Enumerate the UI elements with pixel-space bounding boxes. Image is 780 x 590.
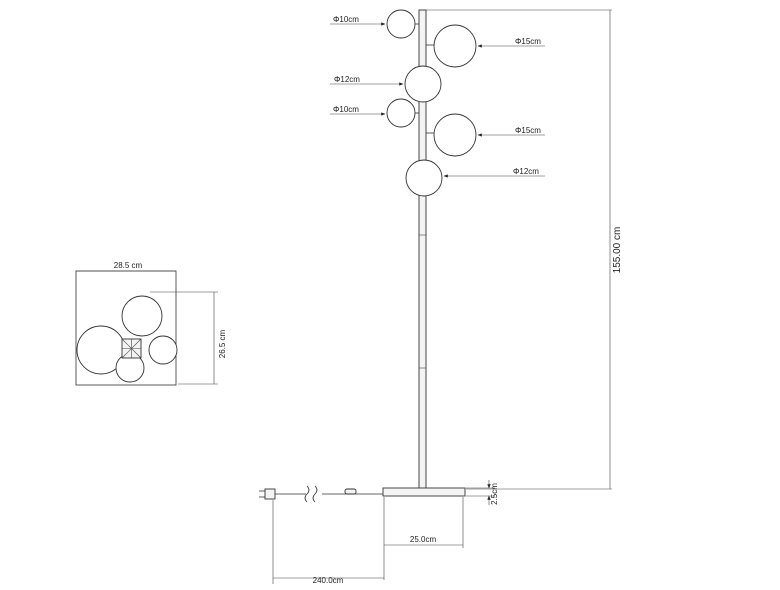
total-height-label: 155.00 cm (612, 227, 623, 274)
globe-6-label: Φ12cm (513, 167, 539, 176)
globe-1 (386, 9, 416, 39)
base-width-label: 25.0cm (410, 535, 437, 544)
globe-4-label: Φ10cm (333, 105, 359, 114)
cable-switch (344, 488, 357, 495)
power-cable (259, 485, 383, 503)
top-depth-label: 26.5 cm (218, 329, 227, 358)
top-depth-dimension: 26.5 cm (150, 291, 227, 385)
top-width-dimension: 28.5 cm (76, 261, 176, 272)
globe-1-label: Φ10cm (333, 15, 359, 24)
base-plate (382, 487, 466, 497)
globe-6 (405, 159, 443, 197)
top-view (75, 270, 178, 386)
globe-5-label: Φ15cm (515, 126, 541, 135)
base-thickness-label: 2.5cm (490, 483, 499, 505)
lamp-base: 2.5cm (382, 480, 499, 505)
globe-3 (404, 65, 442, 103)
base-width-dimension: 25.0cm (383, 497, 464, 580)
plug-icon (264, 488, 276, 500)
globe-2-label: Φ15cm (515, 37, 541, 46)
globes (386, 9, 477, 197)
globe-3-label: Φ12cm (334, 75, 360, 84)
globe-leaders: Φ10cm Φ15cm Φ12cm Φ10cm Φ15cm Φ12cm (330, 15, 545, 178)
height-dimension: 155.00 cm (426, 9, 623, 490)
cable-length-label: 240.0cm (313, 576, 344, 585)
globe-2 (433, 24, 477, 68)
globe-5 (433, 113, 477, 157)
globe-4 (386, 98, 416, 128)
top-width-label: 28.5 cm (114, 261, 143, 270)
cable-length-dimension: 240.0cm (272, 500, 384, 585)
